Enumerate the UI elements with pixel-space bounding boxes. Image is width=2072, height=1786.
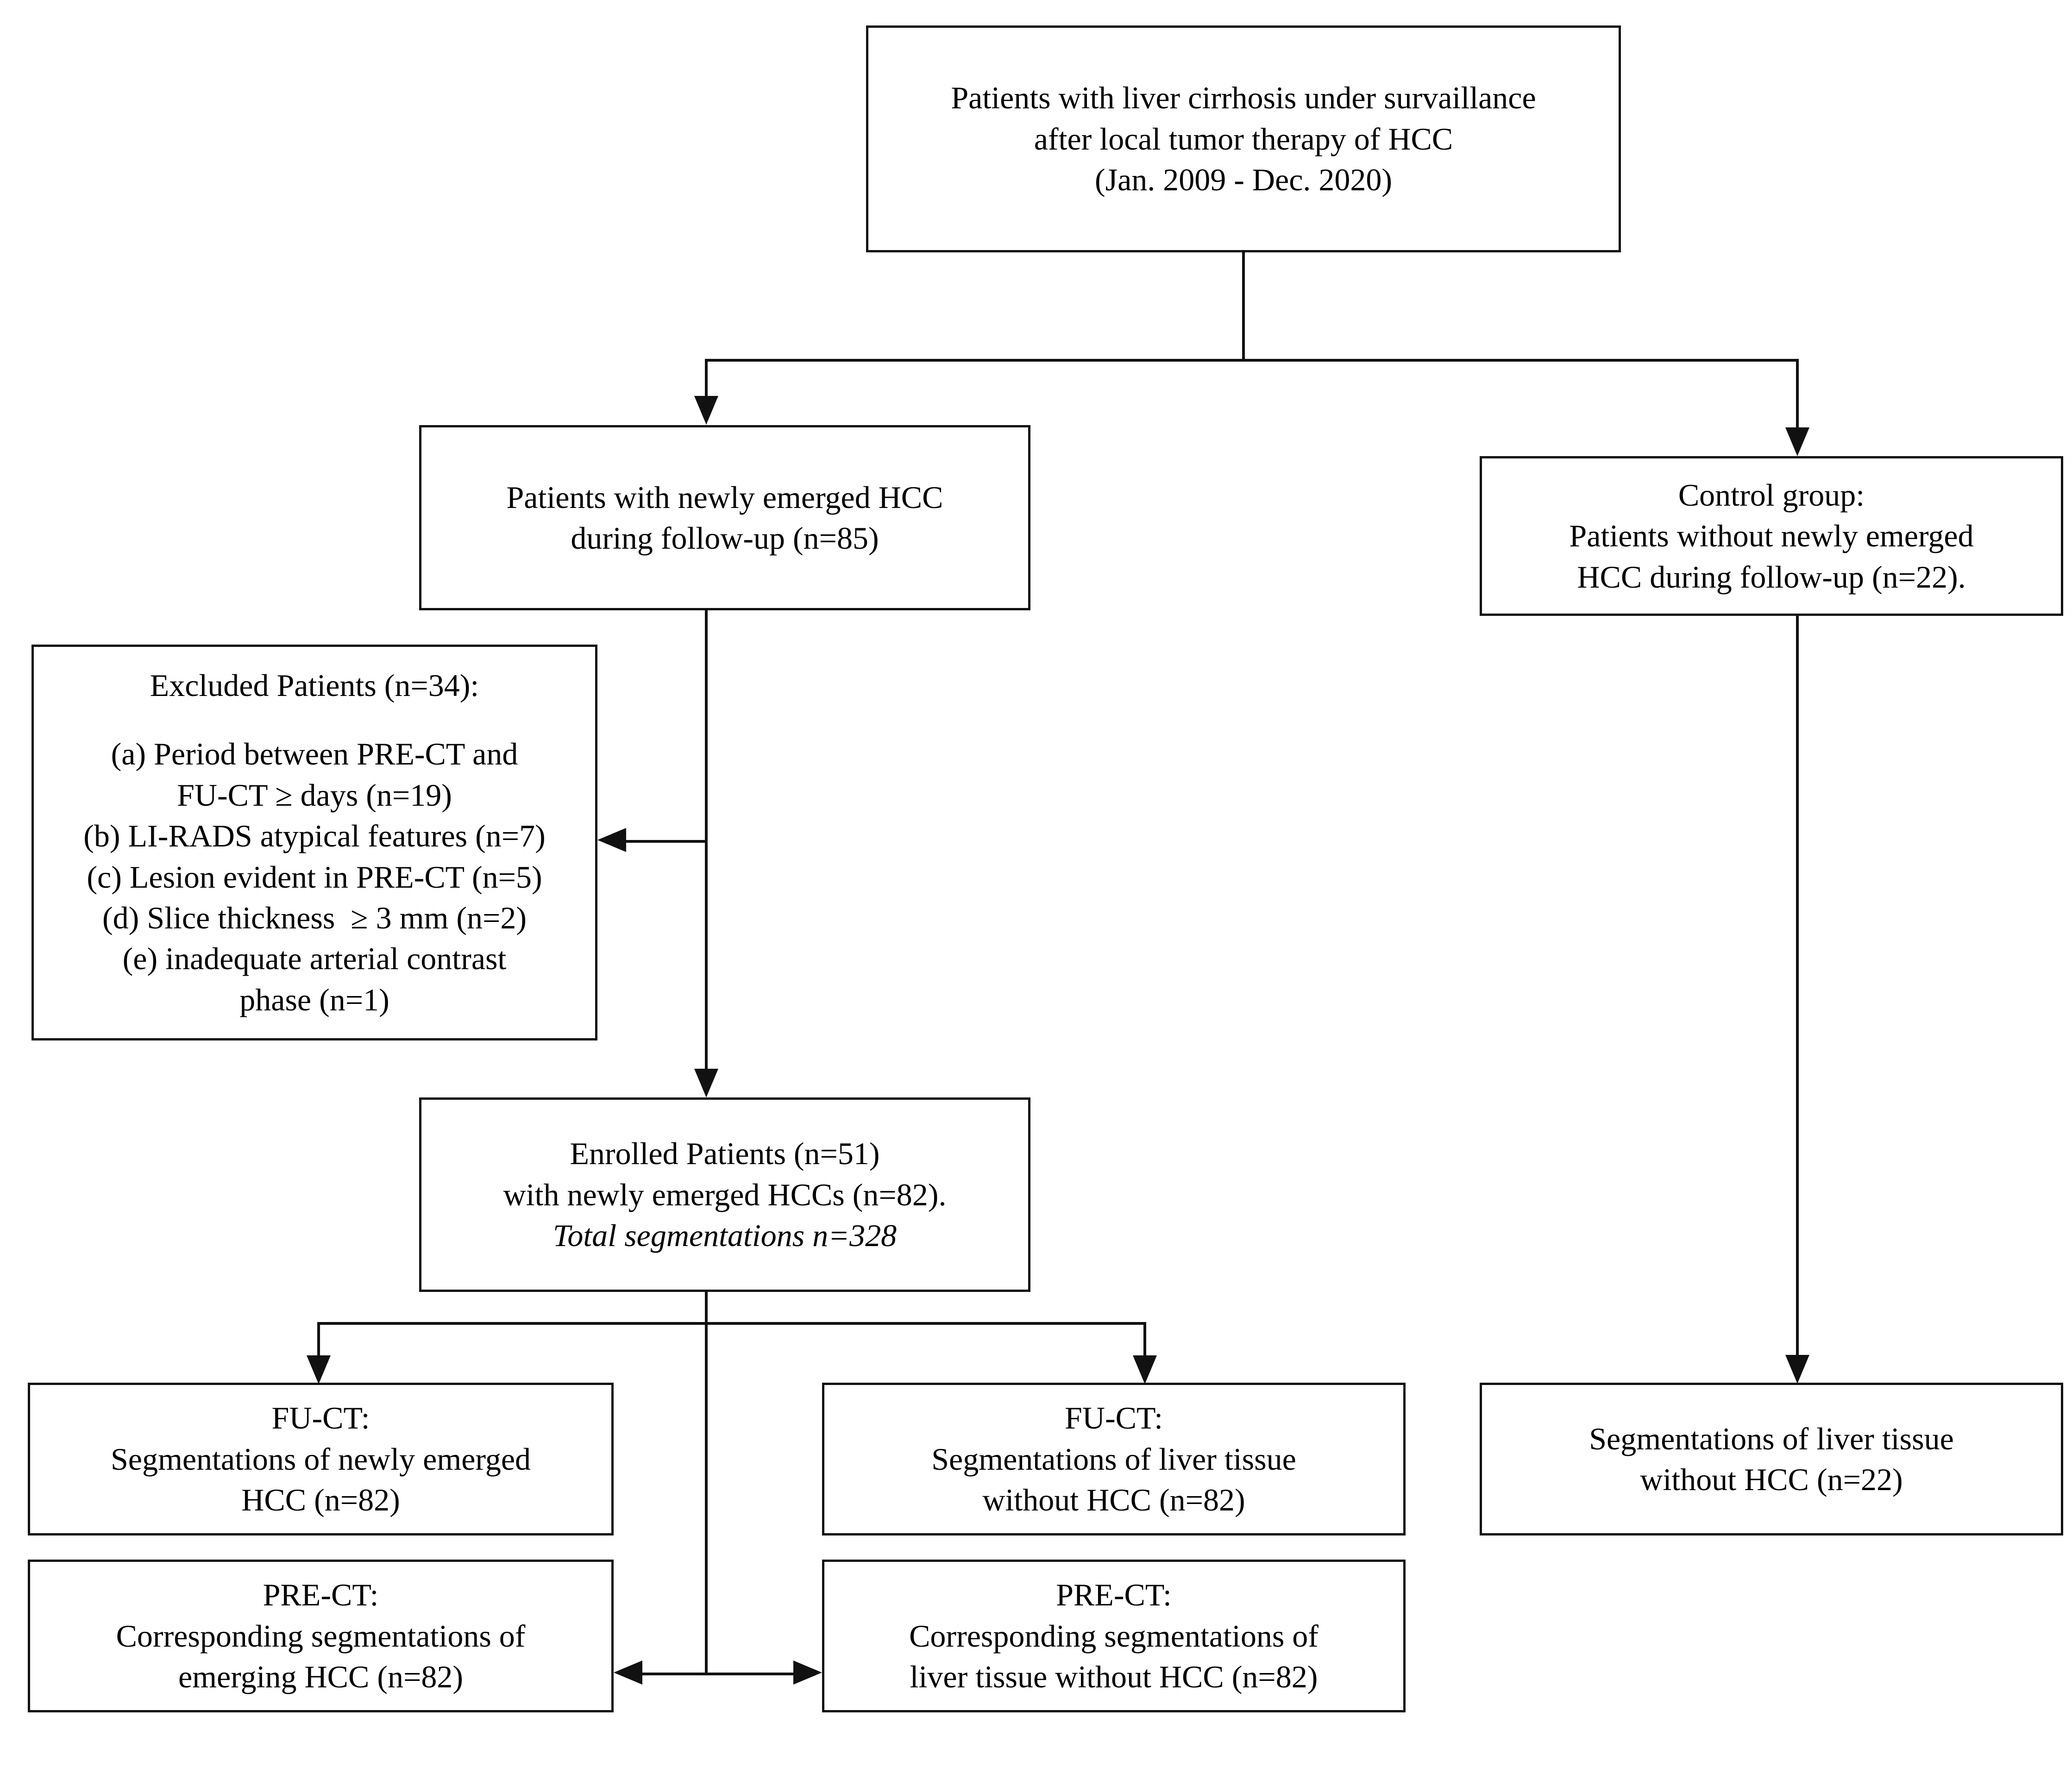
connector-row3-split-bar xyxy=(317,1322,1146,1325)
connector-control-to-segmentations xyxy=(1796,616,1799,1355)
node-enrolled-patients: Enrolled Patients (n=51) with newly emer… xyxy=(419,1097,1030,1292)
arrowhead-to-fuct-hcc xyxy=(307,1355,331,1384)
connector-root-stem xyxy=(1242,252,1245,360)
node-root-cohort-text: Patients with liver cirrhosis under surv… xyxy=(951,80,1536,198)
node-excluded-patients: Excluded Patients (n=34): (a) Period bet… xyxy=(31,645,597,1040)
node-enrolled-patients-text: Enrolled Patients (n=51) with newly emer… xyxy=(503,1136,947,1253)
arrowhead-to-control-segmentations xyxy=(1785,1355,1809,1384)
node-prect-segmentations-liver-text: PRE-CT: Corresponding segmentations of l… xyxy=(909,1577,1319,1695)
connector-prect-double-arrow xyxy=(642,1673,793,1675)
arrowhead-to-control-group xyxy=(1785,427,1809,456)
excluded-text-spacer xyxy=(42,706,587,733)
node-newly-emerged-hcc: Patients with newly emerged HCC during f… xyxy=(419,425,1030,610)
arrowhead-prect-left xyxy=(614,1661,642,1685)
connector-top-split-bar xyxy=(705,359,1799,362)
connector-to-fuct-liver xyxy=(1143,1322,1146,1355)
arrowhead-to-newly-emerged xyxy=(694,396,718,425)
arrowhead-prect-right xyxy=(793,1661,822,1685)
node-control-segmentations-liver: Segmentations of liver tissue without HC… xyxy=(1480,1383,2063,1535)
connector-to-control-group xyxy=(1796,359,1799,427)
node-control-group: Control group: Patients without newly em… xyxy=(1480,456,2063,616)
node-fuct-segmentations-hcc: FU-CT: Segmentations of newly emerged HC… xyxy=(28,1383,614,1535)
node-newly-emerged-hcc-text: Patients with newly emerged HCC during f… xyxy=(506,479,943,556)
node-control-group-text: Control group: Patients without newly em… xyxy=(1569,477,1974,595)
node-prect-segmentations-liver: PRE-CT: Corresponding segmentations of l… xyxy=(822,1560,1406,1712)
connector-to-fuct-hcc xyxy=(317,1322,320,1355)
node-fuct-segmentations-hcc-text: FU-CT: Segmentations of newly emerged HC… xyxy=(110,1400,531,1518)
node-prect-segmentations-hcc-text: PRE-CT: Corresponding segmentations of e… xyxy=(116,1577,526,1695)
node-fuct-segmentations-liver-text: FU-CT: Segmentations of liver tissue wit… xyxy=(931,1400,1296,1518)
node-excluded-patients-text: Excluded Patients (n=34): (a) Period bet… xyxy=(34,665,595,1020)
arrowhead-to-enrolled xyxy=(694,1069,718,1097)
node-control-segmentations-liver-text: Segmentations of liver tissue without HC… xyxy=(1589,1421,1954,1497)
connector-to-newly-emerged xyxy=(705,359,708,396)
connector-to-excluded xyxy=(626,840,708,843)
node-prect-segmentations-hcc: PRE-CT: Corresponding segmentations of e… xyxy=(28,1560,614,1712)
node-fuct-segmentations-liver: FU-CT: Segmentations of liver tissue wit… xyxy=(822,1383,1406,1535)
arrowhead-to-fuct-liver xyxy=(1133,1355,1157,1384)
connector-enrolled-stem xyxy=(705,1292,708,1675)
arrowhead-to-excluded xyxy=(597,828,626,852)
connector-newly-emerged-to-enrolled xyxy=(705,610,708,1069)
node-root-cohort: Patients with liver cirrhosis under surv… xyxy=(866,25,1621,252)
